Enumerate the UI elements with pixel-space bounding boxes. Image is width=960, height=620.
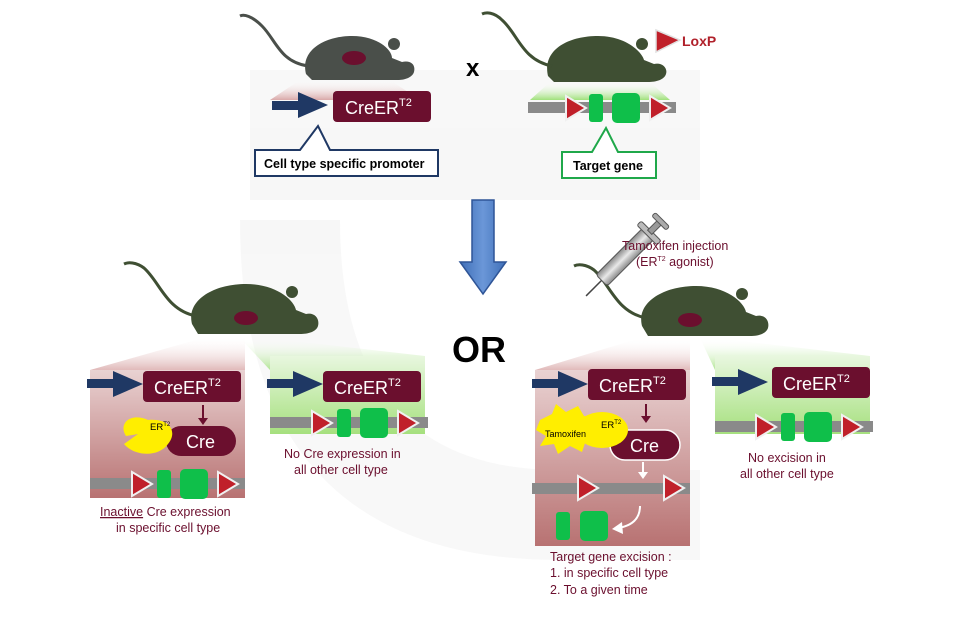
creer-sup: T2 (399, 97, 412, 109)
creer-label: CreER (154, 378, 208, 398)
exon (612, 93, 640, 123)
cross-symbol: x (466, 55, 480, 82)
cre-label: Cre (630, 436, 659, 456)
target-gene-callout-text: Target gene (573, 159, 643, 173)
panel-no-excision-caption-1: No excision in (748, 451, 826, 465)
mouse-offspring-treated (573, 263, 769, 336)
panel-excision: CreERT2 Cre Tamoxifen ERT2 (532, 338, 690, 546)
loxp-site (565, 94, 588, 122)
promoter-callout: Cell type specific promoter (254, 124, 439, 177)
loxp-legend-label: LoxP (682, 33, 716, 49)
panel-inactive: CreERT2 Cre ERT2 (87, 336, 245, 499)
er-t2-domain (123, 417, 173, 454)
promoter-arrow (272, 92, 328, 118)
target-dna-parent (528, 93, 676, 123)
tamoxifen-burst-label: Tamoxifen (545, 429, 586, 439)
svg-text:CreERT2: CreERT2 (334, 377, 401, 398)
creer-label: CreER (345, 98, 399, 118)
loxp-legend: LoxP (655, 28, 716, 54)
syringe-icon (585, 212, 670, 297)
svg-text:CreERT2: CreERT2 (599, 375, 666, 396)
panel-no-excision-caption-2: all other cell type (740, 467, 834, 481)
panel-no-cre-caption-1: No Cre expression in (284, 447, 401, 461)
panel-inactive-caption-2: in specific cell type (116, 521, 220, 535)
cross-result-arrow (458, 199, 508, 296)
loxp-site (649, 94, 672, 122)
panel-inactive-caption-1: Inactive Cre expression (100, 505, 231, 519)
target-gene-callout: Target gene (561, 125, 657, 179)
exon (589, 94, 603, 122)
or-label: OR (452, 329, 506, 370)
panel-excision-caption-1: Target gene excision : (550, 550, 672, 564)
panel-no-cre-caption-2: all other cell type (294, 463, 388, 477)
panel-excision-caption-2: 1. in specific cell type (550, 566, 668, 580)
mouse-offspring-untreated (123, 261, 319, 334)
er-t2-domain (576, 412, 628, 448)
promoter-callout-text: Cell type specific promoter (264, 157, 425, 171)
svg-text:CreERT2: CreERT2 (783, 373, 850, 394)
svg-text:CreERT2: CreERT2 (154, 377, 221, 398)
tamoxifen-injection-label: Tamoxifen injection (622, 239, 728, 253)
creer-label: CreER (599, 376, 653, 396)
svg-text:ERT2: ERT2 (601, 420, 622, 431)
svg-text:ERT2: ERT2 (150, 422, 171, 433)
svg-text:CreERT2: CreERT2 (345, 97, 412, 118)
creer-label: CreER (334, 378, 388, 398)
panel-no-cre: CreERT2 (240, 338, 428, 438)
creer-label: CreER (783, 374, 837, 394)
panel-excision-caption-3: 2. To a given time (550, 583, 648, 597)
panel-no-excision: CreERT2 (700, 338, 873, 442)
tamoxifen-agonist-label: (ERT2 agonist) (636, 255, 714, 269)
cre-label: Cre (186, 432, 215, 452)
creer-box-parent: CreERT2 (333, 91, 431, 122)
